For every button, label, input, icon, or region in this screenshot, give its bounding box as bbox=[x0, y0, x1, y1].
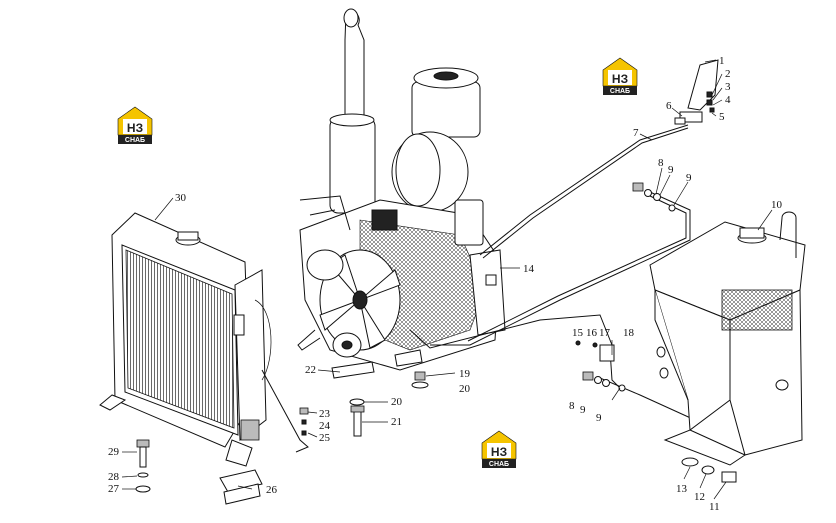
callout-23: 23 bbox=[319, 408, 331, 420]
callout-8b: 8 bbox=[569, 400, 575, 412]
callout-7: 7 bbox=[633, 127, 639, 139]
callout-10: 10 bbox=[771, 199, 783, 211]
callout-30: 30 bbox=[175, 192, 187, 204]
callout-28: 28 bbox=[108, 471, 120, 483]
callout-22: 22 bbox=[305, 364, 316, 376]
svg-text:НЗ: НЗ bbox=[491, 445, 507, 459]
callout-24: 24 bbox=[319, 420, 331, 432]
callout-16: 16 bbox=[586, 327, 598, 339]
callouts: 1 2 3 4 5 6 7 8 9 9 10 11 12 13 14 15 16… bbox=[108, 55, 783, 513]
callout-20a: 20 bbox=[459, 383, 471, 395]
callout-12: 12 bbox=[694, 491, 705, 503]
callout-2: 2 bbox=[725, 68, 731, 80]
callout-11: 11 bbox=[709, 501, 720, 513]
fuel-tank bbox=[649, 211, 806, 466]
callout-27: 27 bbox=[108, 483, 120, 495]
callout-5: 5 bbox=[719, 111, 725, 123]
cooling-fan bbox=[319, 249, 401, 351]
watermark-logo-1: НЗ СНАБ bbox=[117, 106, 153, 144]
callout-26: 26 bbox=[266, 484, 278, 496]
callout-6: 6 bbox=[666, 100, 672, 112]
callout-9b: 9 bbox=[686, 172, 692, 184]
watermark-logo-3: НЗ СНАБ bbox=[481, 430, 517, 468]
throttle-assembly bbox=[479, 59, 719, 259]
watermark-logo-2: НЗ СНАБ bbox=[602, 57, 638, 95]
callout-25: 25 bbox=[319, 432, 331, 444]
callout-29: 29 bbox=[108, 446, 120, 458]
svg-text:СНАБ: СНАБ bbox=[610, 88, 630, 95]
callout-8: 8 bbox=[658, 157, 664, 169]
callout-18: 18 bbox=[623, 327, 635, 339]
callout-17: 17 bbox=[599, 327, 611, 339]
callout-19: 19 bbox=[459, 368, 471, 380]
callout-21: 21 bbox=[391, 416, 402, 428]
callout-9a: 9 bbox=[668, 164, 674, 176]
radiator bbox=[99, 212, 309, 467]
callout-13: 13 bbox=[676, 483, 688, 495]
svg-text:НЗ: НЗ bbox=[612, 72, 628, 86]
callout-4: 4 bbox=[725, 94, 731, 106]
svg-text:СНАБ: СНАБ bbox=[125, 137, 145, 144]
svg-text:СНАБ: СНАБ bbox=[489, 461, 509, 468]
callout-3: 3 bbox=[725, 81, 731, 93]
svg-text:НЗ: НЗ bbox=[127, 121, 143, 135]
callout-9c: 9 bbox=[580, 404, 586, 416]
callout-15: 15 bbox=[572, 327, 584, 339]
callout-9d: 9 bbox=[596, 412, 602, 424]
callout-1: 1 bbox=[719, 55, 725, 67]
engine bbox=[297, 8, 506, 379]
callout-20b: 20 bbox=[391, 396, 403, 408]
callout-14: 14 bbox=[523, 263, 535, 275]
